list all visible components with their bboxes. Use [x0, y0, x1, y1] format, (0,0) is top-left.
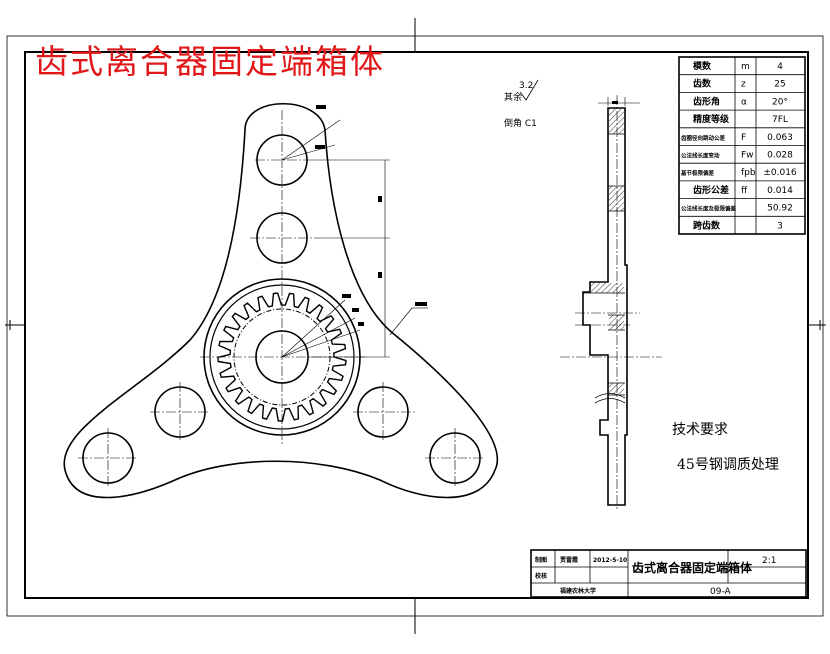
param-name: 齿形公差	[693, 184, 729, 196]
param-value: 3	[777, 221, 783, 231]
param-value: 0.028	[767, 151, 793, 161]
plate-outline	[63, 103, 498, 499]
param-symbol: α	[741, 97, 747, 107]
tech-req-item: 45号钢调质处理	[677, 457, 779, 473]
param-name: 模数	[693, 60, 712, 72]
gear-parameter-table: 模数 m 4 齿数 z 25 齿形角 α 20° 精度等级 7FL 齿圈径向跳动公差 F 0.063 公法线…	[678, 56, 806, 235]
param-name: 精度等级	[693, 113, 730, 125]
inner-frame	[24, 51, 809, 599]
side-section-view	[560, 95, 662, 510]
title-block: 制图 校核 贾雷霞 2012-5-10 齿式离合器固定端箱体 2:1 福建农林大…	[530, 549, 807, 598]
surface-roughness: 其余 3.2 倒角 C1	[504, 79, 539, 129]
param-symbol: z	[741, 80, 746, 90]
front-view	[63, 103, 498, 499]
svg-text:3.2: 3.2	[519, 81, 533, 91]
param-name: 公法线长度及极限偏差	[681, 205, 737, 213]
param-value: ±0.016	[763, 168, 797, 178]
tech-req-heading: 技术要求	[672, 422, 728, 438]
drawn-label: 制图	[535, 556, 547, 564]
centering-marks	[5, 18, 826, 634]
param-value: 25	[774, 80, 785, 90]
svg-text:倒角 C1: 倒角 C1	[504, 117, 537, 129]
drawing-scale: 2:1	[762, 556, 776, 566]
school-name: 福建农林大学	[559, 587, 596, 595]
param-value: 0.014	[767, 186, 793, 196]
gear-teeth	[217, 292, 347, 422]
dimension-lines	[281, 119, 428, 358]
technical-requirements: 技术要求 45号钢调质处理	[672, 422, 779, 473]
param-symbol: ff	[741, 186, 748, 196]
param-value: 4	[777, 62, 783, 72]
checked-label: 校核	[535, 572, 547, 580]
param-value: 50.92	[767, 204, 793, 214]
param-name: 跨齿数	[693, 219, 721, 231]
param-value: 0.063	[767, 133, 793, 143]
param-name: 基节极限偏差	[680, 169, 715, 177]
dimension-labels	[315, 105, 427, 326]
param-symbol: fpb	[741, 168, 756, 178]
param-name: 公法线长度变动	[681, 152, 720, 160]
part-name: 齿式离合器固定端箱体	[632, 560, 753, 575]
param-name: 齿圈径向跳动公差	[681, 134, 726, 142]
param-name: 齿形角	[693, 95, 720, 107]
param-name: 齿数	[693, 78, 712, 90]
param-value: 20°	[772, 97, 788, 107]
svg-text:其余: 其余	[504, 91, 522, 103]
drawing-date: 2012-5-10	[593, 557, 627, 564]
param-value: 7FL	[772, 115, 788, 125]
drawer-name: 贾雷霞	[560, 556, 579, 564]
param-symbol: Fw	[741, 151, 754, 161]
param-symbol: m	[741, 62, 750, 72]
param-symbol: F	[741, 133, 746, 143]
drawing-number: 09-A	[710, 587, 732, 597]
centerlines	[78, 110, 485, 488]
drawing-title: 齿式离合器固定端箱体	[35, 42, 385, 81]
